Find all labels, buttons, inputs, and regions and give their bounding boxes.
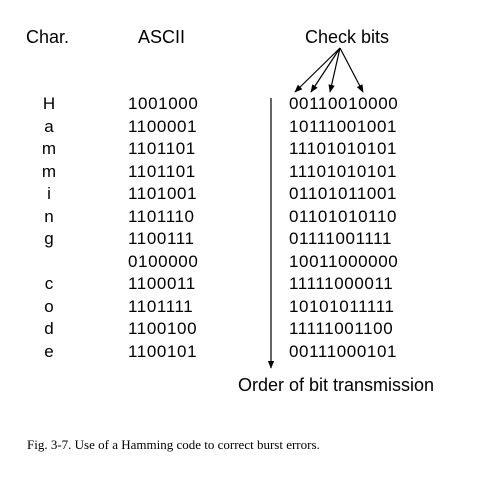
ascii-column: 1001000 1100001 1101101 1101101 1101001 11011… [128,93,198,363]
ascii-code-cell: 1101110 [128,206,195,226]
char-cell: g [44,229,54,248]
check-bit-arrow-2 [310,47,341,93]
check-bits-cell: 01111001111 [289,229,393,248]
check-bits-cell: 10101011111 [289,296,395,316]
check-bit-arrow-1 [294,47,341,93]
ascii-code-cell: 1100101 [128,341,198,361]
char-cell: d [44,319,54,338]
char-cell: H [42,94,56,113]
ascii-code-cell: 1100111 [128,229,195,248]
transmission-order-label: Order of bit transmission [238,375,435,395]
char-cell: m [41,161,57,181]
check-bits-cell: 00110010000 [289,94,399,113]
check-bits-cell: 01101011001 [289,184,398,203]
char-cell: a [44,116,54,136]
ascii-code-cell: 1101101 [128,161,196,181]
char-cell: c [44,274,54,293]
char-cell: e [44,341,54,361]
ascii-code-cell: 1100001 [128,116,198,136]
ascii-code-cell: 1100011 [128,274,196,293]
figure-caption: Fig. 3-7. Use of a Hamming code to corre… [27,437,320,452]
check-bits-cell: 01101010110 [289,206,398,226]
ascii-code-cell: 1101101 [128,139,196,158]
char-cell: n [44,206,54,226]
check-bits-header: Check bits [305,27,390,47]
check-bit-arrow-8 [339,47,364,93]
char-column-header: Char. [26,27,70,47]
ascii-code-cell: 1100100 [128,319,198,338]
check-bit-arrow-4 [328,47,341,93]
check-bits-cell: 11111000011 [289,274,394,293]
check-bits-cell: 10111001001 [289,116,398,136]
char-cell: m [41,139,57,158]
ascii-code-cell: 1101001 [128,184,198,203]
check-bits-column: 00110010000 10111001001 11101010101 1110101… [289,93,398,363]
char-cell [36,251,62,274]
ascii-code-cell: 1001000 [128,94,199,113]
check-bit-pointer-arrows [294,47,364,93]
check-bits-cell: 11101010101 [289,161,398,181]
check-bits-cell: 11101010101 [289,139,398,158]
char-cell: o [44,296,54,316]
check-bits-cell: 10011000000 [289,251,399,271]
check-bits-cell: 00111000101 [289,341,398,361]
ascii-code-cell: 1101111 [128,296,194,316]
ascii-code-cell: 0100000 [128,251,199,271]
char-cell: i [47,184,51,203]
check-bits-cell: 11111001100 [289,319,394,338]
ascii-column-header: ASCII [138,27,186,47]
